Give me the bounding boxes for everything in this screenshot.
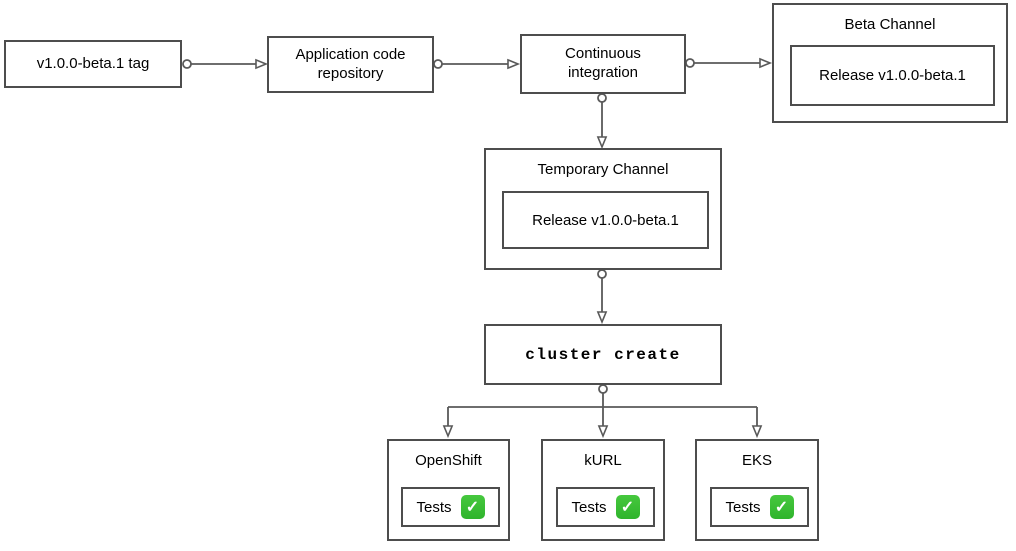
arrowhead-right-icon [759,57,773,69]
group-kurl: kURL Tests ✓ [541,439,665,541]
node-kurl-tests: Tests ✓ [556,487,655,527]
arrowhead-down-icon [751,425,763,439]
connection-dot [182,59,192,69]
arrowhead-right-icon [507,58,521,70]
cluster-create-label: cluster create [525,345,681,364]
kurl-tests-label: Tests [571,498,607,516]
node-openshift-tests: Tests ✓ [401,487,500,527]
node-continuous-integration: Continuous integration [520,34,686,94]
connector-ci-to-temporary-channel [596,93,608,150]
connection-dot [597,93,607,103]
connection-dot [597,269,607,279]
connection-dot [685,58,695,68]
connection-dot [598,384,608,394]
kurl-title: kURL [584,452,622,469]
group-temporary-channel: Temporary Channel Release v1.0.0-beta.1 [484,148,722,270]
check-icon: ✓ [615,495,640,519]
connector-repo-to-ci [433,58,521,70]
node-cluster-create: cluster create [484,324,722,385]
beta-channel-title: Beta Channel [844,16,936,33]
arrowhead-down-icon [442,425,454,439]
arrowhead-right-icon [255,58,269,70]
arrowhead-down-icon [596,311,608,325]
node-beta-release: Release v1.0.0-beta.1 [790,45,995,106]
check-icon: ✓ [769,495,794,519]
temporary-release-label: Release v1.0.0-beta.1 [532,211,679,229]
group-beta-channel: Beta Channel Release v1.0.0-beta.1 [772,3,1008,123]
arrowhead-down-icon [596,136,608,150]
temporary-channel-title: Temporary Channel [537,161,669,178]
connection-dot [433,59,443,69]
eks-title: EKS [741,452,772,469]
version-tag-label: v1.0.0-beta.1 tag [36,54,150,72]
node-temporary-release: Release v1.0.0-beta.1 [502,191,709,249]
check-glyph: ✓ [465,499,480,516]
node-eks-tests: Tests ✓ [710,487,809,527]
eks-tests-label: Tests [725,498,761,516]
group-openshift: OpenShift Tests ✓ [387,439,510,541]
repository-label: Application code repository [295,45,406,82]
connector-ci-to-beta-channel [685,57,773,69]
openshift-title: OpenShift [415,452,482,469]
check-icon: ✓ [460,495,485,519]
check-glyph: ✓ [620,499,635,516]
continuous-integration-label: Continuous integration [565,45,641,81]
group-eks: EKS Tests ✓ [695,439,819,541]
connector-cluster-create-to-clusters [442,384,763,439]
connector-tag-to-repo [182,58,269,70]
node-application-code-repository: Application code repository [267,36,434,93]
node-version-tag: v1.0.0-beta.1 tag [4,40,182,88]
check-glyph: ✓ [774,499,789,516]
openshift-tests-label: Tests [416,498,452,516]
connector-temporary-channel-to-cluster-create [596,269,608,325]
beta-release-label: Release v1.0.0-beta.1 [819,67,966,84]
arrowhead-down-icon [597,425,609,439]
